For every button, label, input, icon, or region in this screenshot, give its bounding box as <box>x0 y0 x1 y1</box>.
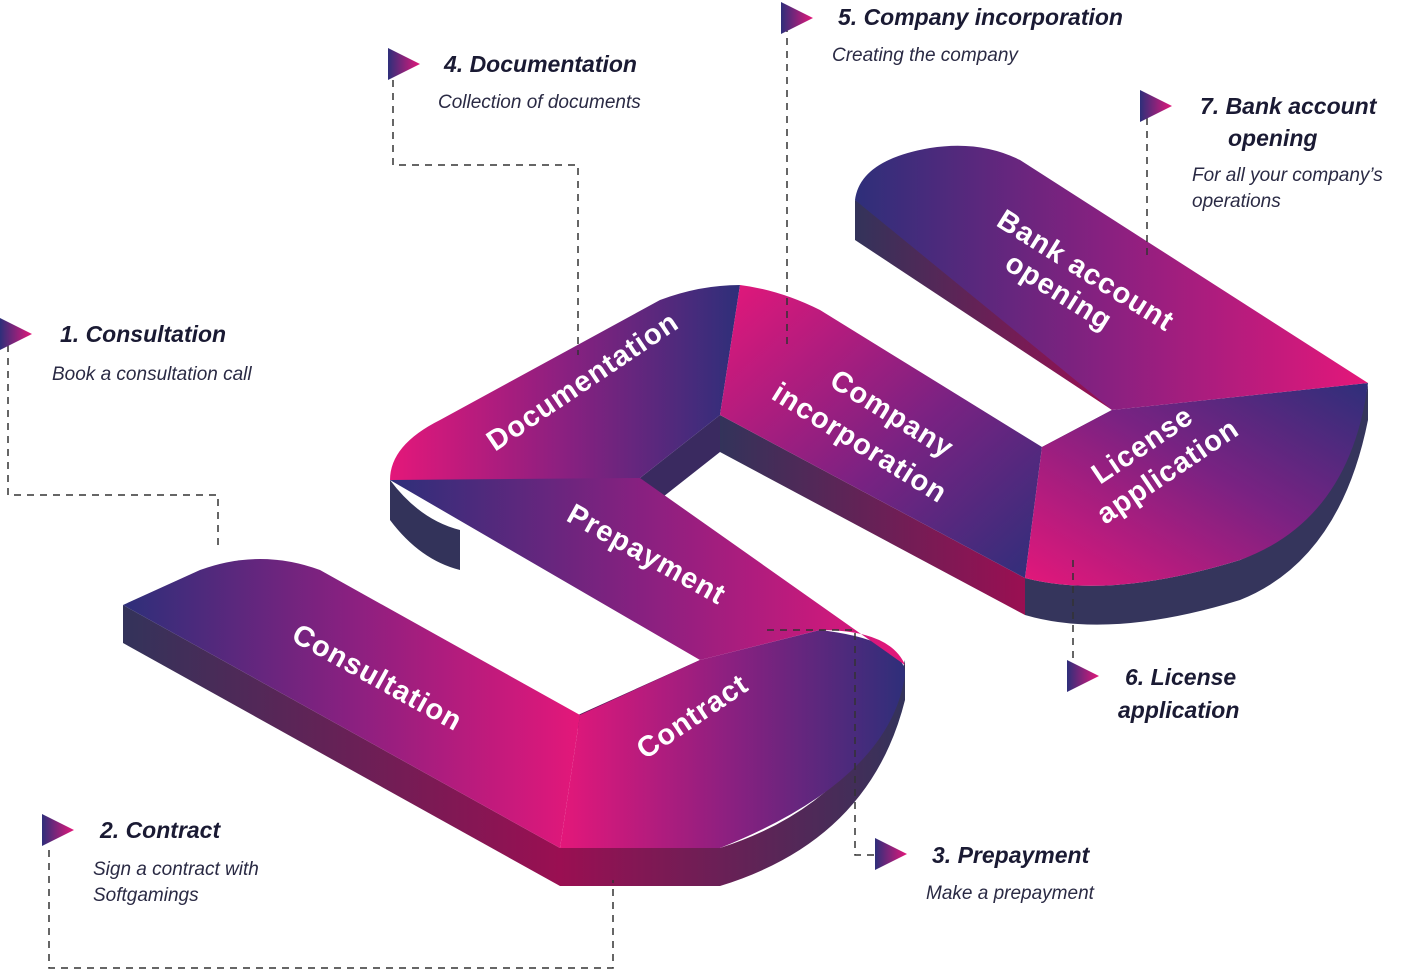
segment-consultation <box>123 559 580 848</box>
flag-icon-7 <box>1140 90 1172 122</box>
step-3-title: 3. Prepayment <box>932 842 1090 868</box>
step-4-desc: Collection of documents <box>438 92 641 113</box>
leader-line-2 <box>48 850 614 969</box>
segment-license-application <box>1025 383 1368 586</box>
step-5-desc: Creating the company <box>832 45 1018 66</box>
step-6-title-line2: application <box>1118 697 1240 723</box>
segment-contract <box>560 630 905 848</box>
step-7-desc-line1: For all your company’s <box>1192 165 1383 186</box>
step-2-desc-line1: Sign a contract with <box>93 859 259 880</box>
step-4-title: 4. Documentation <box>444 51 637 77</box>
step-7-title-line2: opening <box>1228 125 1318 151</box>
flag-icon-1 <box>0 318 32 350</box>
segment-bank-account-opening <box>855 145 1368 410</box>
segment-company-incorporation <box>720 285 1042 578</box>
step-3-desc: Make a prepayment <box>926 883 1094 904</box>
segment-prepayment <box>390 470 905 665</box>
flag-icon-5 <box>781 2 813 34</box>
leader-line-4 <box>392 80 579 355</box>
step-5-title: 5. Company incorporation <box>838 4 1123 30</box>
segment-documentation <box>390 285 740 480</box>
flag-icon-3 <box>875 838 907 870</box>
step-7-desc-line2: operations <box>1192 191 1281 212</box>
flag-icon-4 <box>388 48 420 80</box>
flag-icon-6 <box>1067 660 1099 692</box>
step-2-title: 2. Contract <box>100 817 221 843</box>
track-top-faces <box>123 145 1368 848</box>
flag-markers <box>0 2 1172 870</box>
leader-lines <box>7 25 1148 969</box>
leader-line-3 <box>767 629 880 856</box>
step-2-desc-line2: Softgamings <box>93 885 199 906</box>
step-1-desc: Book a consultation call <box>52 364 252 385</box>
step-6-title-line1: 6. License <box>1125 664 1237 690</box>
step-7-title-line1: 7. Bank account <box>1200 93 1377 119</box>
flag-icon-2 <box>42 814 74 846</box>
step-1-title: 1. Consultation <box>60 321 227 347</box>
